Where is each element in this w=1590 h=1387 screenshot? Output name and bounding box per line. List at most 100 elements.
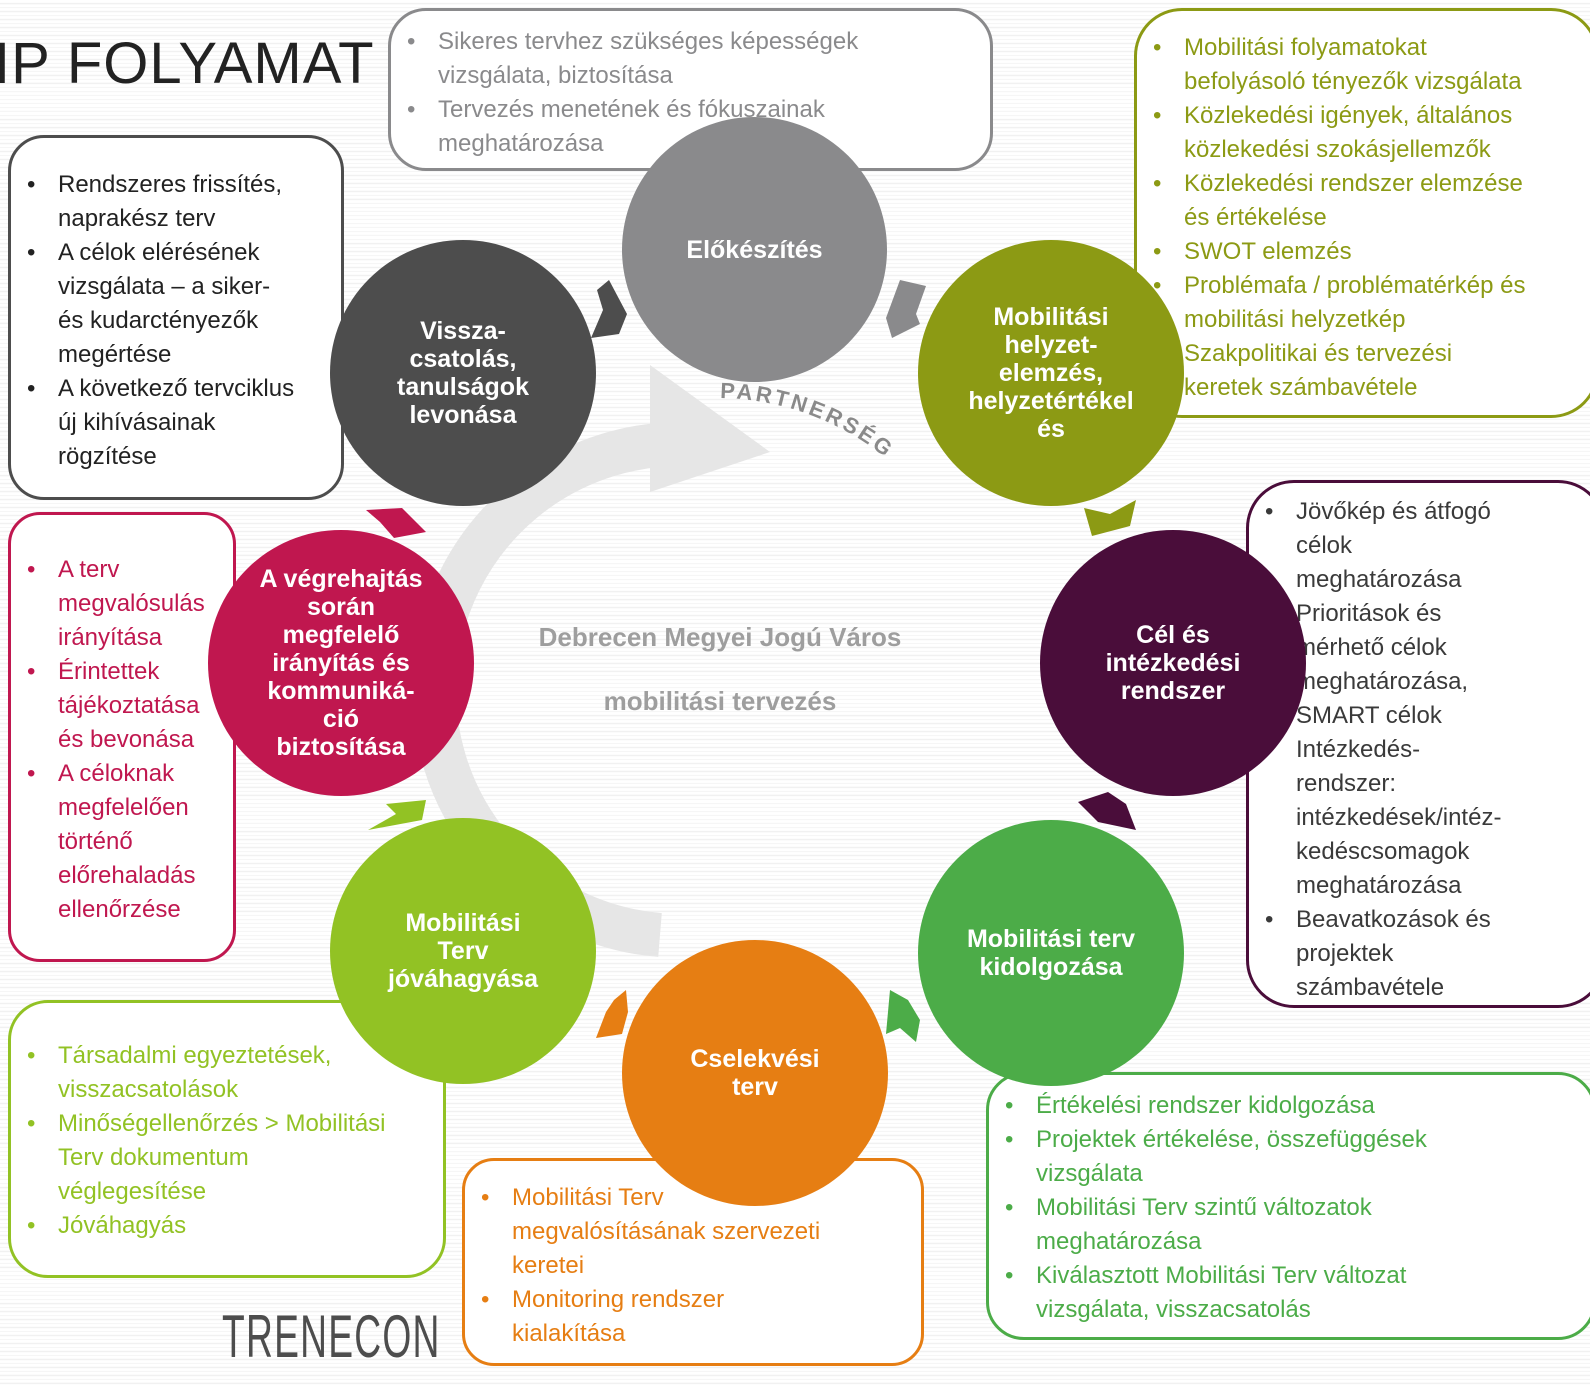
box-line: SMART célok bbox=[1296, 702, 1442, 729]
box-line: és értékelése bbox=[1184, 204, 1327, 231]
box-line: Projektek értékelése, összefüggések bbox=[989, 1123, 1590, 1157]
box-line: A céloknak bbox=[11, 757, 233, 791]
stage-label-line: és bbox=[1037, 415, 1065, 443]
stage-label-line: A végrehajtás bbox=[259, 565, 423, 593]
box-line: Monitoring rendszer bbox=[465, 1283, 921, 1317]
box-line: Beavatkozások és bbox=[1249, 903, 1590, 937]
stage-label-line: Előkészítés bbox=[686, 235, 823, 264]
box-line: Mobilitási folyamatokat bbox=[1137, 31, 1590, 65]
stage-label-line: kommuniká- bbox=[267, 677, 415, 705]
center-title-line1: Debrecen Megyei Jogú Város bbox=[538, 622, 902, 652]
stage-label-line: kidolgozása bbox=[979, 953, 1123, 981]
box-line: és kudarctényezők bbox=[58, 307, 259, 334]
box-line: vizsgálata bbox=[1036, 1160, 1143, 1187]
box-line: A célok elérésének bbox=[11, 236, 341, 270]
stage-label-line: irányítás és bbox=[272, 649, 410, 677]
stage-label-line: Vissza- bbox=[420, 317, 506, 345]
box-line: Értékelési rendszer kidolgozása bbox=[989, 1089, 1590, 1123]
center-title-line2: mobilitási tervezés bbox=[603, 686, 837, 716]
box-line: megvalósításának szervezeti bbox=[512, 1218, 821, 1245]
box-line: irányítása bbox=[58, 624, 163, 651]
trenecon-logo: TRENECON bbox=[222, 1300, 439, 1372]
box-line: megvalósulás bbox=[58, 590, 205, 617]
stage-label-line: Mobilitási terv bbox=[966, 925, 1136, 953]
stage-label-line: ció bbox=[322, 705, 360, 733]
box-line: visszacsatolások bbox=[58, 1076, 239, 1103]
box-line: számbavétele bbox=[1296, 974, 1445, 1001]
box-line: Mobilitási Terv szintű változatok bbox=[989, 1191, 1590, 1225]
box-line: befolyásoló tényezők vizsgálata bbox=[1184, 68, 1522, 95]
box-top-right: Mobilitási folyamatokat befolyásoló ténye… bbox=[1134, 8, 1590, 418]
box-line: mobilitási helyzetkép bbox=[1184, 306, 1406, 333]
box-line: Intézkedés- bbox=[1249, 733, 1590, 767]
arrow-terv-to-cselekvesi bbox=[886, 990, 920, 1042]
box-line: meghatározása bbox=[1296, 566, 1462, 593]
box-line: célok bbox=[1296, 532, 1353, 559]
arrow-cselekvesi-to-jovahagyas bbox=[596, 990, 628, 1038]
stage-label-line: helyzetértékel bbox=[968, 387, 1134, 415]
stage-label-line: Mobilitási bbox=[993, 303, 1109, 331]
box-line: intézkedések/intéz- bbox=[1296, 804, 1502, 831]
box-line: Minőségellenőrzés > Mobilitási bbox=[11, 1107, 443, 1141]
stage-label-line: terv bbox=[732, 1073, 778, 1101]
box-line: Rendszeres frissítés, bbox=[11, 168, 341, 202]
box-bottom-center: Mobilitási Terv megvalósításának szerveze… bbox=[462, 1158, 924, 1366]
arrow-visszacsatolas-to-elokeszites bbox=[591, 280, 627, 338]
box-line: új kihívásainak bbox=[58, 409, 216, 436]
box-line: kedéscsomagok bbox=[1296, 838, 1470, 865]
box-line: Érintettek bbox=[11, 655, 233, 689]
stage-label-line: során bbox=[306, 593, 376, 621]
box-line: ellenőrzése bbox=[58, 896, 181, 923]
arrow-cel-to-terv bbox=[1078, 792, 1136, 830]
box-line: A következő tervciklus bbox=[11, 372, 341, 406]
stage-label-line: megfelelő bbox=[282, 621, 400, 649]
box-line: naprakész terv bbox=[58, 205, 216, 232]
box-left: A tervmegvalósulásirányításaÉrintettektá… bbox=[8, 512, 236, 962]
box-line: előrehaladás bbox=[58, 862, 196, 889]
box-line: meghatározása, bbox=[1296, 668, 1469, 695]
stage-elokeszites: Előkészítés bbox=[622, 117, 887, 382]
box-line: Tervezés menetének és fókuszainak bbox=[391, 93, 990, 127]
logo-text: TRENECON bbox=[222, 1302, 441, 1370]
box-line: Mobilitási Terv bbox=[465, 1181, 921, 1215]
box-line: Prioritások és bbox=[1296, 600, 1442, 627]
box-line: Problémafa / problématérkép és bbox=[1137, 269, 1590, 303]
arrow-elokeszites-to-helyzet bbox=[886, 280, 926, 338]
box-line: A terv bbox=[11, 553, 233, 587]
box-top-left: Rendszeres frissítés, naprakész terv A cél… bbox=[8, 135, 344, 500]
box-line: mérhető célok bbox=[1296, 634, 1447, 661]
arrow-vegrehajtas-to-visszacsatolas bbox=[366, 508, 426, 538]
page-title: IP FOLYAMAT bbox=[0, 31, 375, 96]
arrow-jovahagyas-to-vegrehajtas bbox=[368, 800, 426, 830]
box-line: közlekedési szokásjellemzők bbox=[1184, 136, 1491, 163]
stage-label-line: levonása bbox=[409, 401, 517, 429]
stage-label-line: helyzet- bbox=[1004, 331, 1098, 359]
box-line: meghatározása bbox=[1296, 872, 1462, 899]
box-line: meghatározása bbox=[1036, 1228, 1202, 1255]
stage-label-line: Cél és bbox=[1136, 621, 1210, 649]
box-line: és bevonása bbox=[58, 726, 195, 753]
box-line: Kiválasztott Mobilitási Terv változat bbox=[989, 1259, 1590, 1293]
stage-label-line: biztosítása bbox=[276, 733, 406, 761]
box-line: keretei bbox=[512, 1252, 585, 1279]
box-right: Jövőkép és átfogócélokmeghatározásaPrior… bbox=[1246, 480, 1590, 1008]
box-line: Közlekedési igények, általános bbox=[1137, 99, 1590, 133]
stage-label: Előkészítés bbox=[686, 236, 822, 264]
stage-label-line: intézkedési bbox=[1105, 649, 1241, 677]
box-line: Terv dokumentum bbox=[58, 1144, 249, 1171]
box-line: vizsgálata – a siker- bbox=[58, 273, 271, 300]
box-line: projektek bbox=[1296, 940, 1394, 967]
box-line: Társadalmi egyeztetések, bbox=[11, 1039, 443, 1073]
